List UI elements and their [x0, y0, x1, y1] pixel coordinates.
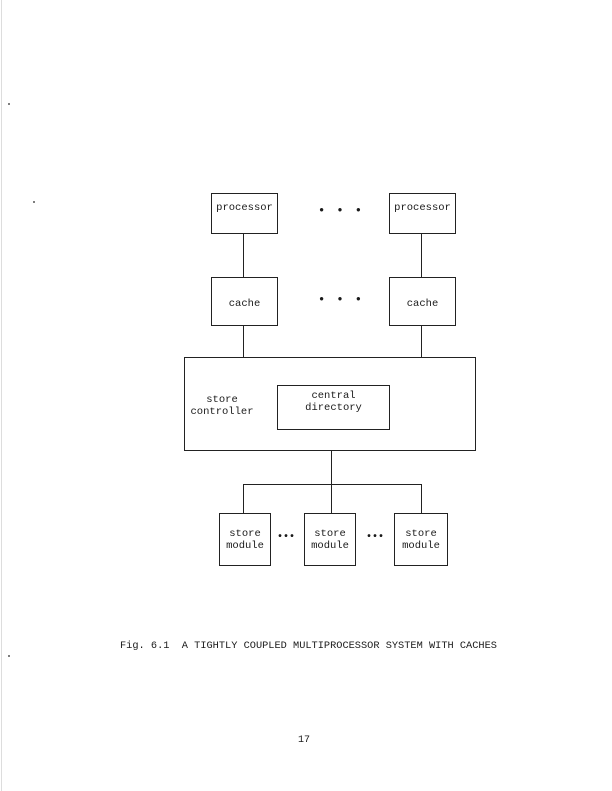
store-module-box-2: store module [304, 513, 356, 566]
ellipsis: • • • [318, 204, 365, 218]
processor-label: processor [216, 202, 273, 214]
page-number: 17 [298, 735, 311, 746]
store-controller-label: store controller [190, 394, 254, 418]
store-module-box-3: store module [394, 513, 448, 566]
processor-box-1: processor [211, 193, 278, 234]
central-directory-box: central directory [277, 385, 390, 430]
bus-line [331, 451, 333, 513]
ellipsis: ••• [366, 532, 385, 543]
connector [243, 484, 245, 513]
page-edge [1, 0, 2, 791]
store-module-label: store module [226, 528, 264, 552]
connector [421, 484, 423, 513]
connector [243, 234, 245, 277]
bus-line [243, 484, 422, 486]
ellipsis: ••• [277, 532, 296, 543]
cache-label: cache [228, 298, 261, 310]
store-module-label: store module [311, 528, 349, 552]
scan-speck [33, 201, 35, 203]
cache-box-2: cache [389, 277, 456, 326]
central-directory-label: central directory [305, 390, 362, 414]
store-module-box-1: store module [219, 513, 271, 566]
cache-box-1: cache [211, 277, 278, 326]
connector [421, 326, 423, 357]
figure-caption: Fig. 6.1 A TIGHTLY COUPLED MULTIPROCESSO… [120, 640, 497, 652]
store-controller-box: store controller central directory [184, 357, 476, 451]
connector [243, 326, 245, 357]
scan-speck [8, 103, 10, 105]
ellipsis: • • • [318, 293, 365, 307]
store-module-label: store module [402, 528, 440, 552]
connector [421, 234, 423, 277]
scan-speck [8, 655, 10, 657]
processor-box-2: processor [389, 193, 456, 234]
processor-label: processor [394, 202, 451, 214]
cache-label: cache [406, 298, 439, 310]
